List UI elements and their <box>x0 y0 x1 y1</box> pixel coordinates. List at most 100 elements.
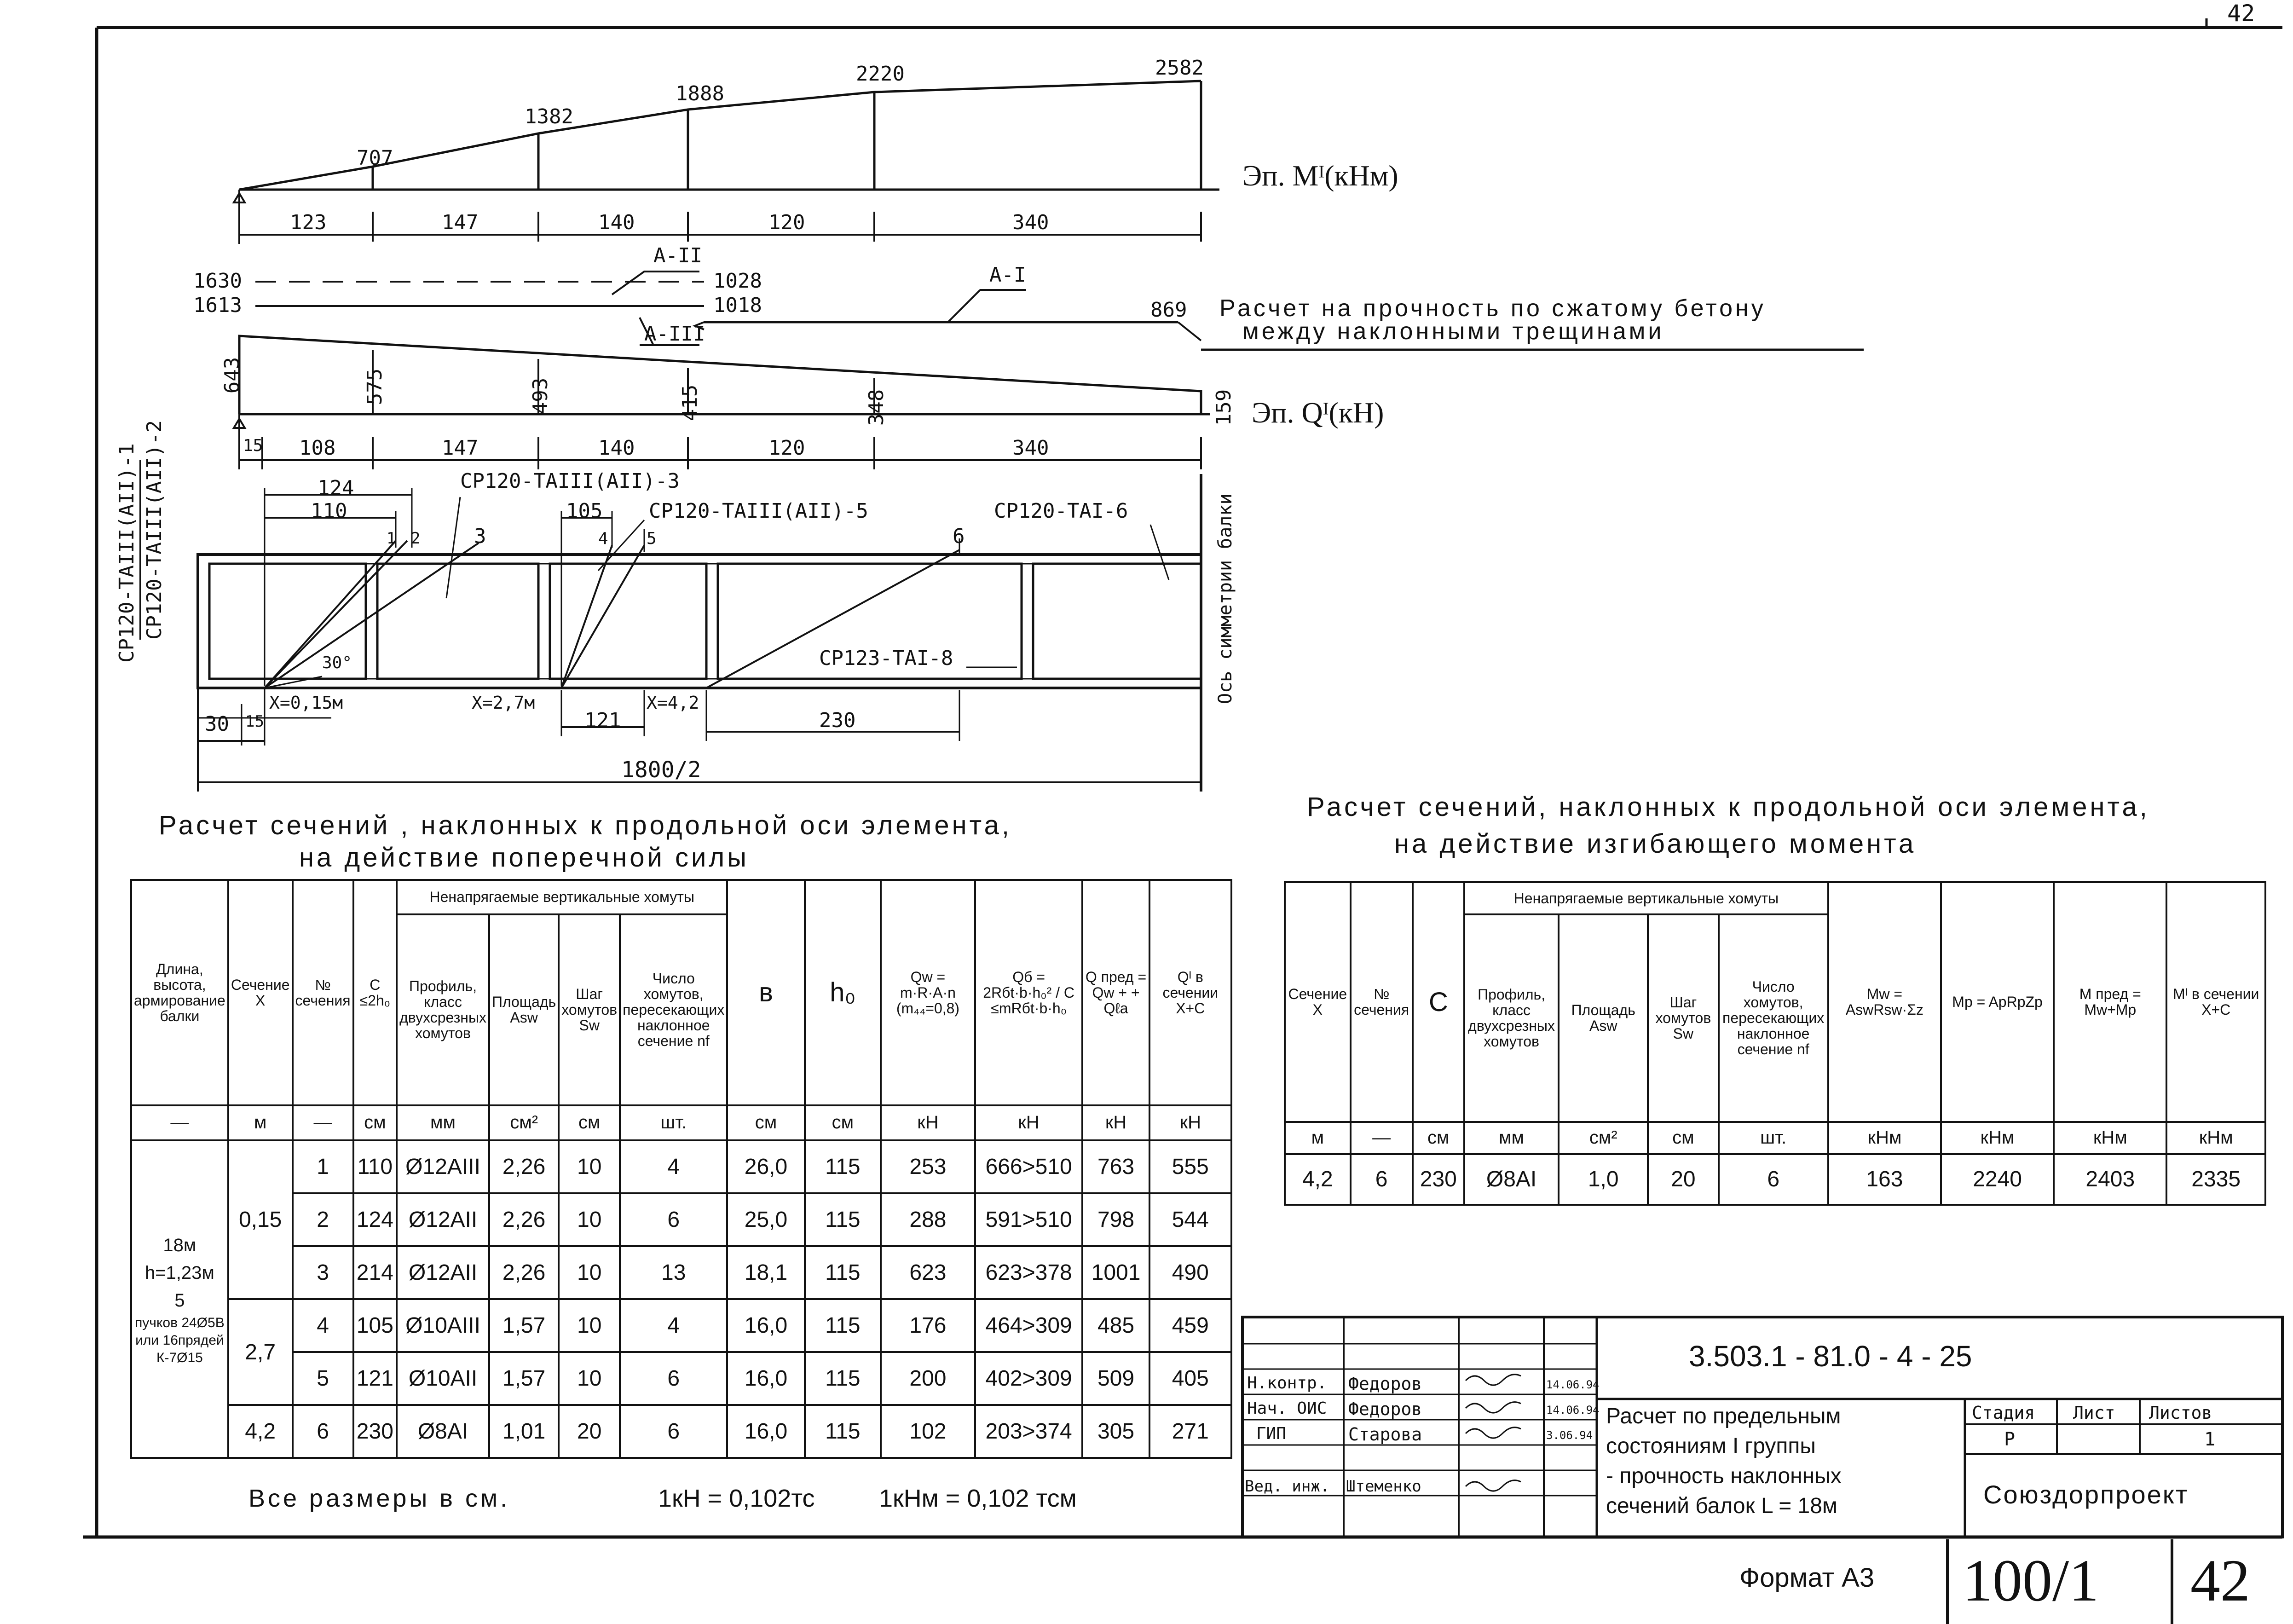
row-b: 26,0 <box>726 1139 806 1195</box>
unit-cell: м <box>1284 1121 1352 1155</box>
role-label: Вед. инж. <box>1245 1477 1330 1496</box>
row-b: 25,0 <box>726 1192 806 1248</box>
row-x: 0,15 <box>227 1139 294 1300</box>
section-number: 1 <box>387 529 396 548</box>
row-qw: 176 <box>880 1298 976 1353</box>
rebar-label-6: СР120-ТАI-6 <box>994 499 1128 523</box>
beam-length: 18м <box>163 1235 196 1256</box>
row-qi: 271 <box>1148 1404 1233 1459</box>
sheet-header: Лист <box>2073 1403 2115 1423</box>
header-mi: Mᴵ в сечении X+C <box>2166 881 2266 1123</box>
shear-value: 493 <box>529 377 553 415</box>
row-qpred: 485 <box>1081 1298 1150 1353</box>
unit-cell: см <box>803 1104 882 1142</box>
row-c: 121 <box>352 1351 398 1406</box>
row-c: 214 <box>352 1245 398 1300</box>
unit-cell: кНм <box>2166 1121 2266 1155</box>
row-c: 105 <box>352 1298 398 1353</box>
section-number: 3 <box>474 525 486 548</box>
header-profile: Профиль, класс двухсрезных хомутов <box>1463 913 1560 1123</box>
x-mark: X=4,2 <box>647 693 699 713</box>
header-number: № сечения <box>291 879 354 1106</box>
shear-span: 120 <box>768 436 805 460</box>
moment-span: 340 <box>1012 211 1049 234</box>
row-h0: 115 <box>803 1192 882 1248</box>
x-mark: X=0,15м <box>269 693 343 713</box>
unit-cell: кН <box>1148 1104 1233 1142</box>
document-code: 3.503.1 - 81.0 - 4 - 25 <box>1689 1340 1972 1373</box>
header-section: Сечение X <box>1284 881 1352 1123</box>
header-profile: Профиль, класс двухсрезных хомутов <box>396 913 490 1106</box>
header-count: Число хомутов, пересекающих наклонное се… <box>1717 913 1829 1123</box>
section-number: 4 <box>598 529 608 548</box>
stage-header: Стадия <box>1972 1403 2035 1423</box>
row-step: 10 <box>558 1139 621 1195</box>
row-x: 4,2 <box>1284 1153 1352 1206</box>
rebar-label-2: СР120-ТАIII(АII)-2 <box>143 420 166 640</box>
row-qi: 459 <box>1148 1298 1233 1353</box>
row-h0: 115 <box>803 1139 882 1195</box>
header-stirrups-group: Ненапрягаемые вертикальные хомуты <box>396 879 728 915</box>
row-qi: 490 <box>1148 1245 1233 1300</box>
beam-dim: 105 <box>566 499 603 523</box>
row-qb: 666>510 <box>974 1139 1084 1195</box>
row-b: 16,0 <box>726 1351 806 1406</box>
rebar-label-5: СР120-ТАIII(АII)-5 <box>649 499 868 523</box>
sign-date: 14.06.94 <box>1546 1404 1600 1416</box>
note-conversion-moment: 1кНм = 0,102 тсм <box>879 1485 1077 1512</box>
header-c: C <box>1411 881 1465 1123</box>
unit-cell: см <box>726 1104 806 1142</box>
unit-cell: кН <box>1081 1104 1150 1142</box>
sheet-description-line2: состояниям I группы <box>1606 1434 1816 1458</box>
shear-span: 140 <box>598 436 635 460</box>
beam-dim: 124 <box>318 476 354 500</box>
row-b: 16,0 <box>726 1404 806 1459</box>
beam-description-cell: 18м h=1,23м 5 пучков 24Ø5В или 16прядей … <box>130 1139 229 1459</box>
header-step: Шаг хомутов Sw <box>1647 913 1720 1123</box>
stage-value: Р <box>2004 1429 2016 1450</box>
header-section: Сечение X <box>227 879 294 1106</box>
moment-value: 1382 <box>525 105 573 128</box>
moment-value: 2220 <box>856 62 905 86</box>
row-qw: 102 <box>880 1404 976 1459</box>
section-number: 5 <box>647 529 657 548</box>
shear-value: 159 <box>1212 389 1236 426</box>
row-mi: 2335 <box>2166 1153 2266 1206</box>
row-n: 1 <box>291 1139 354 1195</box>
header-mp: Mp = ApRpZp <box>1940 881 2055 1123</box>
strength-label-a1: А-I <box>989 263 1026 287</box>
unit-cell: — <box>1349 1121 1414 1155</box>
row-count: 13 <box>619 1245 728 1300</box>
sheets-value: 1 <box>2204 1429 2216 1450</box>
moment-span: 140 <box>598 211 635 234</box>
header-number: № сечения <box>1349 881 1414 1123</box>
sign-date: 3.06.94 <box>1546 1429 1593 1442</box>
unit-cell: см <box>558 1104 621 1142</box>
sheet-description-line3: - прочность наклонных <box>1606 1464 1842 1488</box>
row-qi: 555 <box>1148 1139 1233 1195</box>
row-mpred: 2403 <box>2053 1153 2168 1206</box>
role-label: Н.контр. <box>1247 1374 1327 1393</box>
row-x: 2,7 <box>227 1298 294 1406</box>
moment-table: Сечение X № сечения C Ненапрягаемые верт… <box>1284 881 2266 1206</box>
sheets-header: Листов <box>2149 1403 2212 1423</box>
strength-left-value: 1613 <box>193 294 242 317</box>
bottom-dim: 15 <box>245 712 264 731</box>
person-name: Федоров <box>1348 1374 1422 1394</box>
bottom-dim: 121 <box>584 709 621 732</box>
row-area: 1,0 <box>1558 1153 1649 1206</box>
row-c: 124 <box>352 1192 398 1248</box>
row-b: 18,1 <box>726 1245 806 1300</box>
header-qpred: Q пред = Qw + + Qℓa <box>1081 879 1150 1106</box>
sign-date: 14.06.94 <box>1546 1378 1600 1391</box>
unit-cell: см <box>352 1104 398 1142</box>
page-number: 42 <box>2190 1548 2250 1614</box>
shear-value: 415 <box>678 384 702 422</box>
unit-cell: — <box>291 1104 354 1142</box>
row-step: 10 <box>558 1245 621 1300</box>
row-count: 6 <box>619 1192 728 1248</box>
sheet-description-line1: Расчет по предельным <box>1606 1404 1841 1428</box>
beam-height: h=1,23м <box>144 1263 214 1283</box>
row-mp: 2240 <box>1940 1153 2055 1206</box>
row-h0: 115 <box>803 1298 882 1353</box>
